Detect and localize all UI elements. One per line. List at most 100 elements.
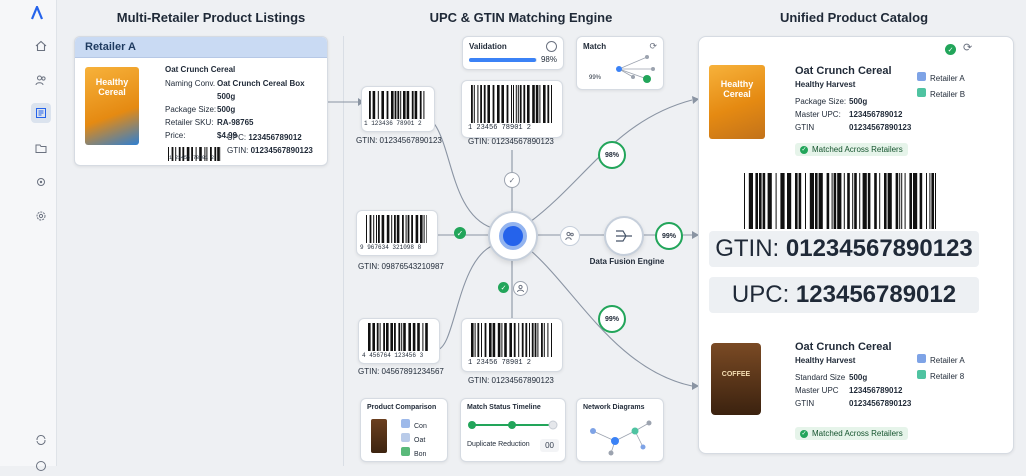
barcode-bar xyxy=(397,215,400,243)
barcode-bar xyxy=(373,91,376,119)
barcode-bar xyxy=(378,215,380,243)
barcode-bar xyxy=(532,85,535,123)
barcode-bar xyxy=(551,323,552,357)
barcode-bar xyxy=(394,215,396,243)
gear-icon[interactable] xyxy=(31,206,51,226)
barcode-bar xyxy=(509,323,512,357)
catalog-product-1-name: Oat Crunch Cereal xyxy=(795,65,892,77)
barcode-bar xyxy=(403,323,406,351)
barcode-bar xyxy=(391,91,394,119)
check-icon: ✓ xyxy=(498,282,509,293)
barcode-4 xyxy=(367,323,431,351)
barcode-bar xyxy=(901,173,902,229)
barcode-bar xyxy=(520,85,522,123)
barcode-bar xyxy=(485,323,487,357)
barcode-bar xyxy=(378,91,379,119)
barcode-bar xyxy=(541,323,543,357)
shield-settings-icon[interactable] xyxy=(31,172,51,192)
barcode-bar xyxy=(377,323,379,351)
retailer-card-header: Retailer A xyxy=(75,37,327,58)
barcode-bar xyxy=(768,173,772,229)
network-graph-icon xyxy=(585,417,657,457)
barcode-bar xyxy=(525,323,527,357)
barcode-5 xyxy=(470,323,554,357)
detail-row: Package Size:500g xyxy=(165,103,325,116)
barcode-card-5[interactable]: 1 23456 78901 2 xyxy=(461,318,563,372)
catalog-product-2-name: Oat Crunch Cereal xyxy=(795,341,892,353)
duplicate-reduction-label: Duplicate Reduction xyxy=(467,441,530,448)
match-percent: 99% xyxy=(589,75,601,81)
master-barcode xyxy=(743,173,939,229)
match-widget[interactable]: Match ⟳ 99% xyxy=(576,36,664,90)
detail-label: GTIN xyxy=(795,397,849,410)
match-rate-top: 98% xyxy=(598,141,626,169)
product-image: Healthy Cereal xyxy=(85,67,139,145)
folder-icon[interactable] xyxy=(31,138,51,158)
retailer-a-card[interactable]: Retailer A Healthy Cereal Oat Crunch Cer… xyxy=(74,36,328,166)
retailer-tag: Retailer A xyxy=(917,353,965,369)
barcode-bar xyxy=(402,215,404,243)
network-diagrams-widget[interactable]: Network Diagrams xyxy=(576,398,664,462)
timeline-track xyxy=(467,419,559,431)
matched-badge: ✓ Matched Across Retailers xyxy=(795,427,908,440)
barcode-card-1[interactable]: 1 123436 78901 2 xyxy=(361,86,435,132)
barcode-bar xyxy=(372,323,375,351)
home-icon[interactable] xyxy=(31,36,51,56)
barcode-bar xyxy=(214,147,216,161)
detail-label: Package Size: xyxy=(165,103,217,116)
catalog-product-1-image: Healthy Cereal xyxy=(709,65,765,139)
barcode-bar xyxy=(507,85,509,123)
catalog-product-2-image: COFFEE xyxy=(711,343,761,415)
check-icon: ✓ xyxy=(800,146,808,154)
left-rail xyxy=(0,0,57,466)
master-gtin-display: GTIN: 01234567890123 xyxy=(709,231,979,267)
catalog-product-2-brand: Healthy Harvest xyxy=(795,356,855,365)
barcode-card-2[interactable]: 1 23456 78901 2 xyxy=(461,80,563,138)
barcode-bar xyxy=(516,85,517,123)
refresh-icon[interactable]: ⟳ xyxy=(963,41,972,54)
barcode-bar xyxy=(749,173,753,229)
unified-catalog-panel: ✓ ⟳ Healthy Cereal Oat Crunch Cereal Hea… xyxy=(698,36,1014,454)
barcode-bar xyxy=(501,85,504,123)
match-status-timeline-widget[interactable]: Match Status Timeline Duplicate Reductio… xyxy=(460,398,566,462)
barcode-card-3[interactable]: 9 967634 321098 8 xyxy=(356,210,438,256)
barcode-card-4[interactable]: 4 456764 123456 3 xyxy=(358,318,440,364)
barcode-bar xyxy=(423,91,424,119)
matching-hub[interactable] xyxy=(488,211,538,261)
barcode-bar xyxy=(755,173,758,229)
barcode-3-digits: 9 967634 321098 8 xyxy=(360,244,421,251)
barcode-bar xyxy=(884,173,887,229)
validation-widget[interactable]: Validation 98% xyxy=(462,36,564,70)
catalog-icon[interactable] xyxy=(31,103,51,123)
detail-label: GTIN xyxy=(795,121,849,134)
barcode-bar xyxy=(412,91,414,119)
barcode-bar xyxy=(406,215,407,243)
match-rate-middle: 99% xyxy=(655,222,683,250)
check-icon: ✓ xyxy=(454,227,466,239)
barcode-bar xyxy=(487,85,490,123)
users-icon[interactable] xyxy=(31,70,51,90)
barcode-bar xyxy=(411,215,413,243)
coffee-bag-text: COFFEE xyxy=(722,371,750,378)
match-graph-icon xyxy=(597,51,659,85)
barcode-bar xyxy=(477,85,478,123)
globe-icon[interactable] xyxy=(31,456,51,476)
network-diagrams-title: Network Diagrams xyxy=(583,404,644,411)
sync-icon[interactable] xyxy=(31,430,51,450)
barcode-bar xyxy=(366,215,367,243)
product-comparison-widget[interactable]: Product Comparison Con Oat Bon xyxy=(360,398,448,462)
barcode-bar xyxy=(415,91,418,119)
barcode-bar xyxy=(498,323,501,357)
catalog-box-text: Healthy Cereal xyxy=(721,79,754,99)
barcode-bar xyxy=(909,173,912,229)
detail-label: Standard Size xyxy=(795,371,849,384)
validation-progress-fill xyxy=(469,58,536,62)
barcode-bar xyxy=(868,173,871,229)
barcode-bar xyxy=(493,323,496,357)
data-fusion-node[interactable] xyxy=(604,216,644,256)
barcode-bar xyxy=(834,173,837,229)
detail-label: Naming Conv. xyxy=(165,77,217,103)
